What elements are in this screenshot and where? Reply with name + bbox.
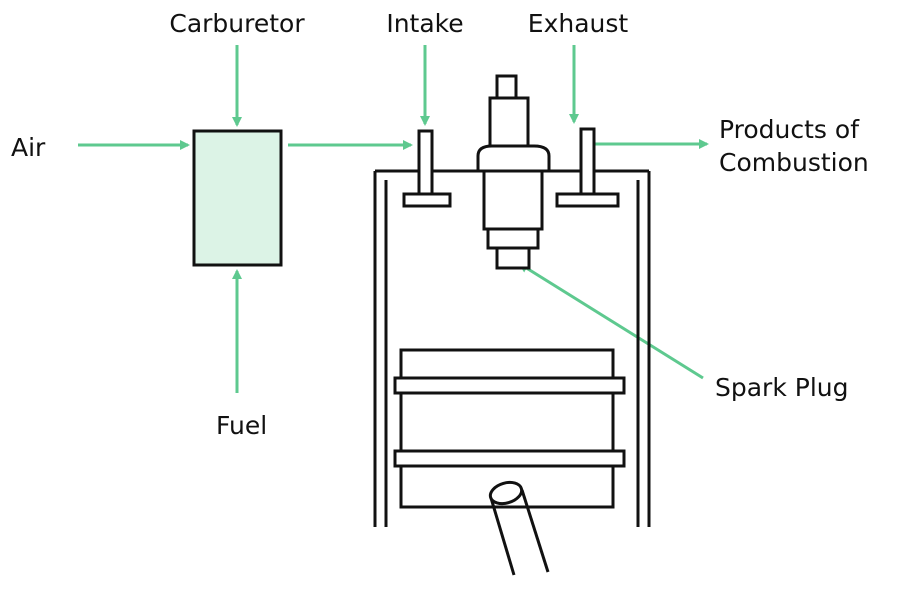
label-products-line1: Products of (719, 115, 860, 144)
connecting-rod (488, 480, 550, 576)
label-intake: Intake (386, 9, 463, 38)
spark-plug (476, 74, 551, 270)
exhaust-valve (555, 127, 620, 208)
arrow-spark-plug (518, 262, 704, 380)
label-fuel: Fuel (216, 411, 267, 440)
label-products-line2: Combustion (719, 148, 869, 177)
carburetor-box (192, 129, 283, 267)
piston (393, 348, 626, 509)
label-air: Air (11, 133, 46, 162)
intake-valve (402, 129, 452, 208)
label-carburetor: Carburetor (169, 9, 305, 38)
label-exhaust: Exhaust (528, 9, 629, 38)
label-spark-plug: Spark Plug (715, 373, 849, 402)
arrows (78, 45, 709, 393)
